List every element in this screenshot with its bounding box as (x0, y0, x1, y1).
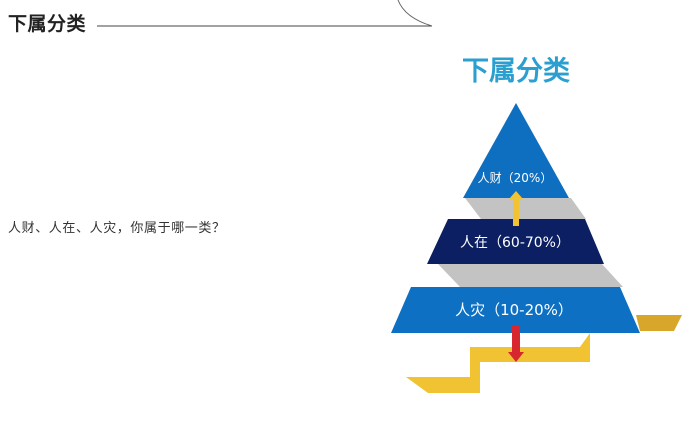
pyramid-middle-tier (427, 219, 604, 264)
header-curve (397, 0, 433, 27)
section-title: 下属分类 (8, 13, 87, 35)
question-text: 人财、人在、人灾，你属于哪一类？ (8, 221, 226, 236)
shadow-middle (438, 264, 623, 287)
ribbon-tail (636, 315, 682, 331)
diagram-title: 下属分类 (462, 56, 570, 87)
pyramid-top-tier (463, 103, 569, 198)
arrow-up-icon (509, 191, 523, 226)
tier-label-bottom: 人灾（10-20%） (455, 301, 573, 319)
header-divider (97, 0, 433, 27)
tier-label-top: 人财（20%） (478, 171, 553, 185)
shadow-top (465, 198, 586, 219)
tier-label-middle: 人在（60-70%） (460, 235, 570, 251)
stair-ribbon (406, 333, 590, 393)
pyramid-bottom-tier (391, 287, 640, 333)
arrow-down-icon (508, 326, 524, 362)
